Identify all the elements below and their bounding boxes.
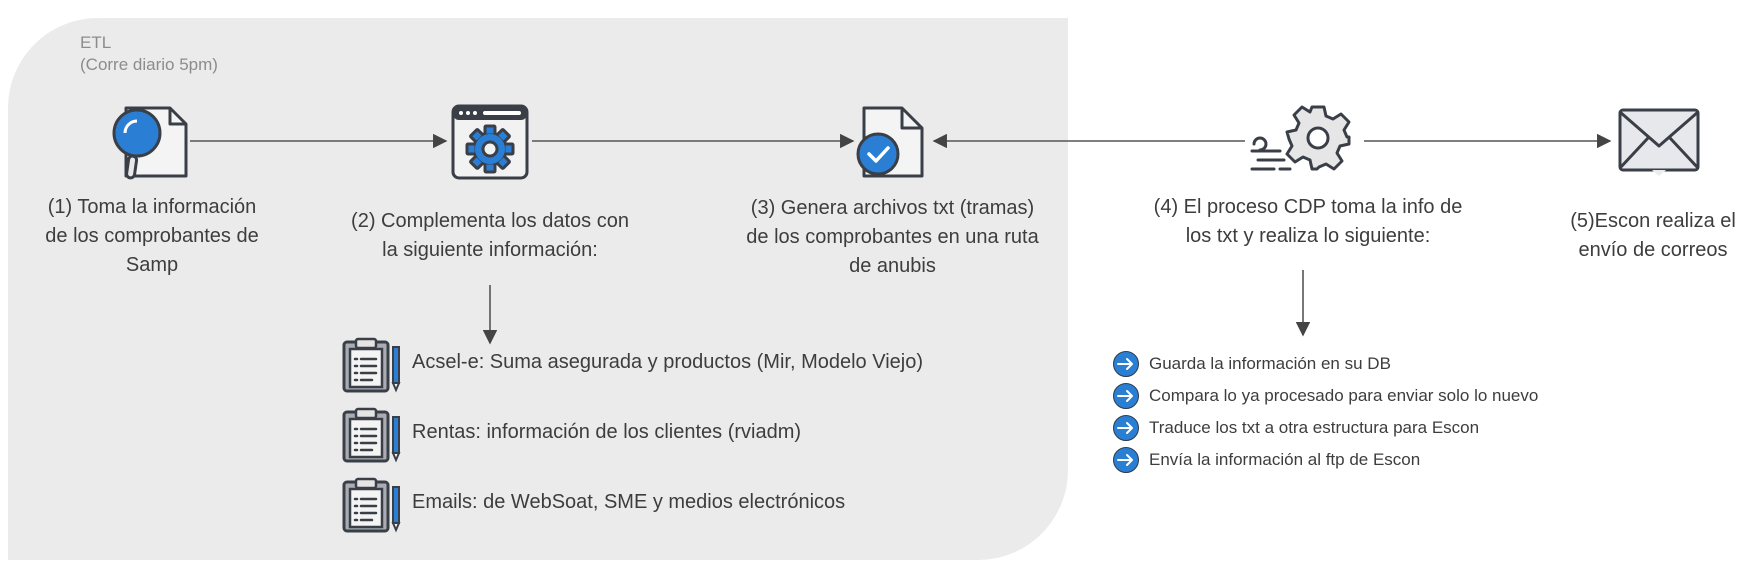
step-1-line-3: Samp — [125, 254, 179, 276]
step-4-line-2: los txt y realiza lo siguiente: — [1185, 225, 1431, 247]
source-text: Acsel-e: Suma asegurada y productos (Mir… — [412, 351, 923, 373]
step-3-label: (3) Genera archivos txt (tramas) de los … — [720, 194, 1065, 281]
step-4-line-1: (4) El proceso CDP toma la info de — [1153, 196, 1463, 218]
step-2-line-1: (2) Complementa los datos con — [351, 210, 629, 232]
step-3-line-3: de anubis — [849, 255, 936, 277]
step-2-label: (2) Complementa los datos con la siguien… — [320, 207, 660, 265]
step-5-line-2: envío de correos — [1578, 239, 1728, 261]
step-1-line-2: de los comprobantes de — [45, 225, 259, 247]
etl-group-schedule: (Corre diario 5pm) — [80, 55, 218, 74]
cdp-task-text: Envía la información al ftp de Escon — [1149, 450, 1421, 469]
source-text: Emails: de WebSoat, SME y medios electró… — [412, 491, 846, 513]
arrow-right-circle-icon — [1113, 415, 1139, 441]
cdp-task-text: Compara lo ya procesado para enviar solo… — [1149, 386, 1539, 405]
step-5-line-1: (5)Escon realiza el — [1570, 210, 1736, 232]
clipboard-pencil-icon — [342, 477, 402, 538]
step-3-line-2: de los comprobantes en una ruta — [746, 226, 1039, 248]
step-1-line-1: (1) Toma la información — [47, 196, 257, 218]
step-4-label: (4) El proceso CDP toma la info de los t… — [1118, 193, 1498, 251]
step-1-label: (1) Toma la información de los comproban… — [18, 193, 286, 280]
cdp-task-text: Guarda la información en su DB — [1149, 354, 1391, 373]
step-5-label: (5)Escon realiza el envío de correos — [1560, 207, 1746, 265]
cdp-task-text: Traduce los txt a otra estructura para E… — [1149, 418, 1480, 437]
browser-gear-icon — [451, 104, 529, 185]
fast-gear-icon — [1250, 104, 1360, 185]
document-check-icon — [856, 104, 928, 185]
arrow-right-circle-icon — [1113, 383, 1139, 409]
step-2-line-2: la siguiente información: — [382, 239, 598, 261]
clipboard-pencil-icon — [342, 337, 402, 398]
arrow-right-circle-icon — [1113, 447, 1139, 473]
source-text: Rentas: información de los clientes (rvi… — [412, 421, 802, 443]
arrow-right-circle-icon — [1113, 351, 1139, 377]
etl-group-title: ETL — [80, 33, 112, 52]
step-3-line-1: (3) Genera archivos txt (tramas) — [750, 197, 1035, 219]
envelope-icon — [1618, 108, 1702, 183]
search-document-icon — [112, 104, 192, 185]
clipboard-pencil-icon — [342, 407, 402, 468]
